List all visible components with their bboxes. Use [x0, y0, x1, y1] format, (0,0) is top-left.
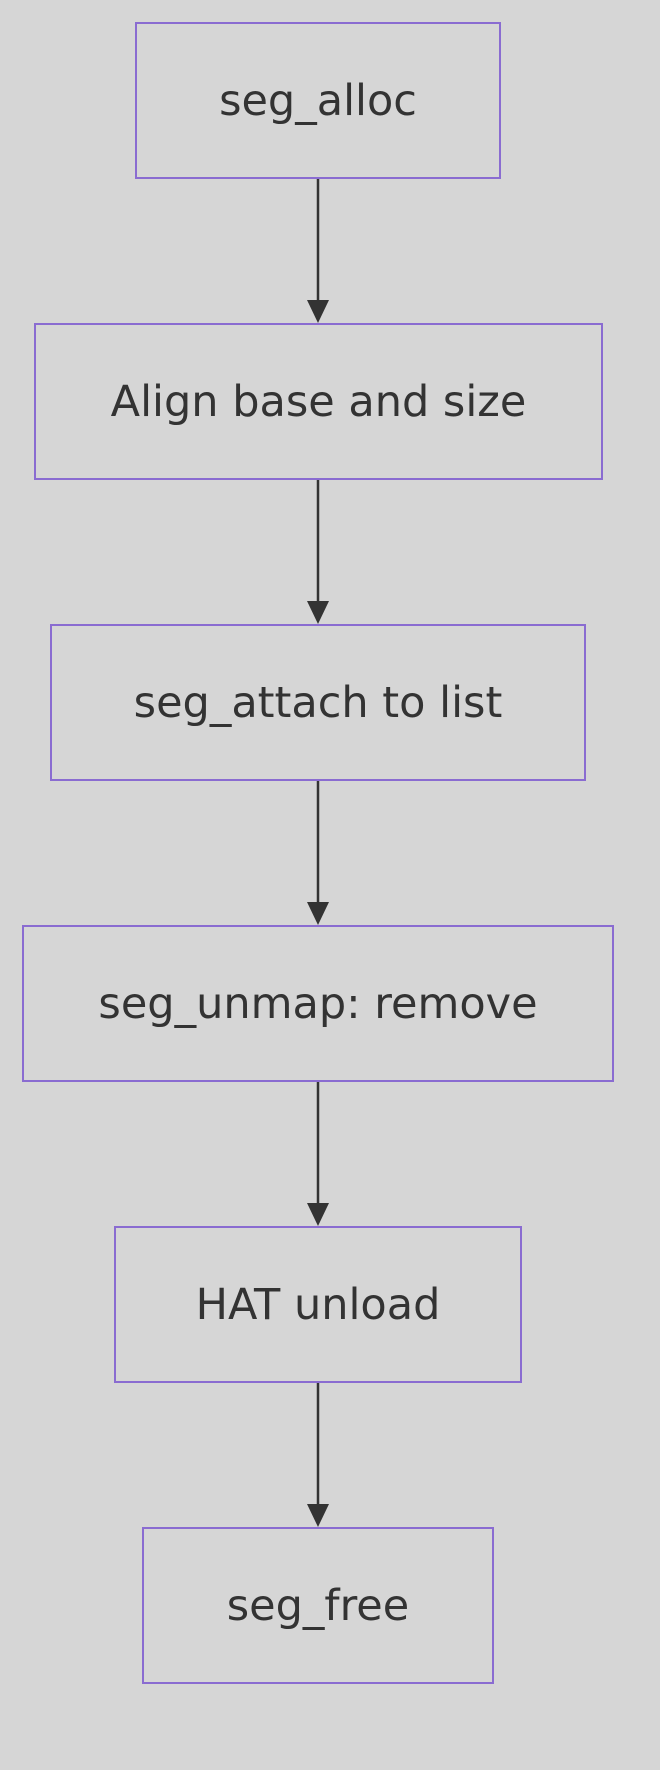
edge-seg-alloc-to-align: [307, 179, 329, 323]
node-seg-alloc: seg_alloc: [135, 22, 501, 179]
node-label-seg-free: seg_free: [226, 1580, 410, 1631]
node-label-seg-alloc: seg_alloc: [219, 75, 417, 126]
node-hat-unload: HAT unload: [114, 1226, 522, 1383]
edge-seg-unmap-to-hat-unload: [307, 1082, 329, 1226]
node-align-base-and-size: Align base and size: [34, 323, 603, 480]
node-seg-unmap-remove: seg_unmap: remove: [22, 925, 614, 1082]
node-label-hat-unload: HAT unload: [195, 1279, 441, 1330]
node-label-seg-attach-to-list: seg_attach to list: [133, 677, 503, 728]
edge-align-to-seg-attach: [307, 480, 329, 624]
node-seg-attach-to-list: seg_attach to list: [50, 624, 586, 781]
node-seg-free: seg_free: [142, 1527, 494, 1684]
edge-seg-attach-to-seg-unmap: [307, 781, 329, 925]
edge-hat-unload-to-seg-free: [307, 1383, 329, 1527]
node-label-align-base-and-size: Align base and size: [110, 376, 527, 427]
node-label-seg-unmap-remove: seg_unmap: remove: [98, 978, 538, 1029]
